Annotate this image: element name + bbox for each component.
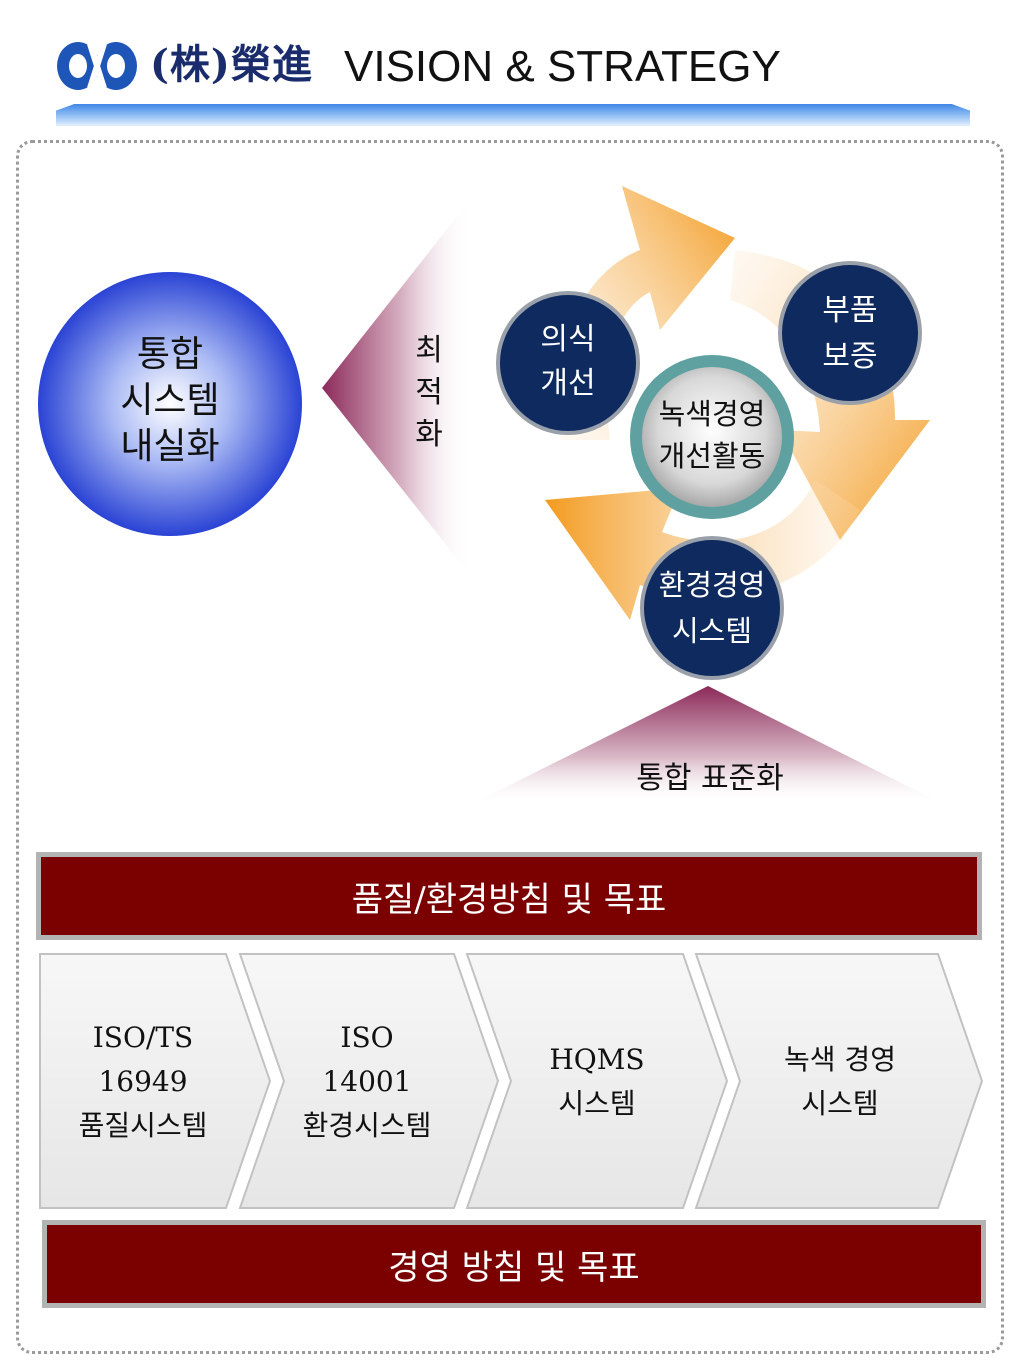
standardization-label: 통합 표준화 (636, 761, 784, 796)
chevron-iso-ts (39, 953, 272, 1209)
node-env-circle (640, 536, 784, 680)
center-label: 녹색경영 개선활동 (637, 393, 787, 477)
optimization-char-3: 화 (415, 417, 443, 452)
system-label-iso-14001: ISO 14001 환경시스템 (302, 1021, 432, 1142)
node-awareness-line-2: 개선 (540, 366, 596, 401)
node-awareness-label: 의식 개선 (508, 318, 628, 406)
optimization-label: 최 적 화 (404, 330, 454, 456)
management-banner: 경영 방침 및 목표 (42, 1220, 986, 1308)
system-chevrons (39, 953, 984, 1209)
node-parts-line-1: 부품 (822, 293, 878, 328)
standardization-wedge (470, 686, 945, 805)
header: (株)榮進 VISION & STRATEGY (0, 0, 1024, 130)
node-awareness-circle (496, 291, 640, 435)
node-awareness-line-1: 의식 (540, 322, 596, 357)
system-label-green: 녹색 경영 시스템 (784, 1043, 896, 1120)
integration-circle (38, 272, 302, 536)
chevron-hqms (465, 953, 729, 1209)
chevron-iso-14001 (238, 953, 500, 1209)
integration-line-3: 내실화 (120, 426, 220, 467)
company-name: (株)榮進 (150, 41, 313, 88)
node-env-label: 환경경영 시스템 (637, 562, 787, 654)
chevron-green (694, 953, 984, 1209)
page-title: VISION & STRATEGY (344, 42, 781, 91)
integration-circle-label: 통합 시스템 내실화 (70, 332, 270, 470)
integration-line-1: 통합 (136, 334, 204, 375)
node-env-line-1: 환경경영 (658, 568, 766, 602)
center-circle (642, 367, 782, 507)
policy-banner: 품질/환경방침 및 목표 (36, 852, 982, 940)
center-line-1: 녹색경영 (658, 397, 766, 431)
node-parts-line-2: 보증 (822, 339, 878, 374)
header-accent-bar (56, 104, 970, 126)
content-frame (16, 140, 1004, 1354)
system-label-hqms: HQMS 시스템 (549, 1043, 645, 1120)
node-parts-label: 부품 보증 (790, 288, 910, 380)
optimization-wedge (322, 200, 470, 575)
optimization-char-1: 최 (415, 333, 443, 368)
center-line-2: 개선활동 (658, 439, 766, 473)
system-label-iso-ts: ISO/TS 16949 품질시스템 (78, 1021, 208, 1142)
node-env-line-2: 시스템 (671, 614, 753, 648)
node-parts-circle (778, 261, 922, 405)
optimization-char-2: 적 (415, 375, 443, 410)
company-logo-icon (57, 42, 137, 90)
integration-line-2: 시스템 (120, 380, 220, 421)
